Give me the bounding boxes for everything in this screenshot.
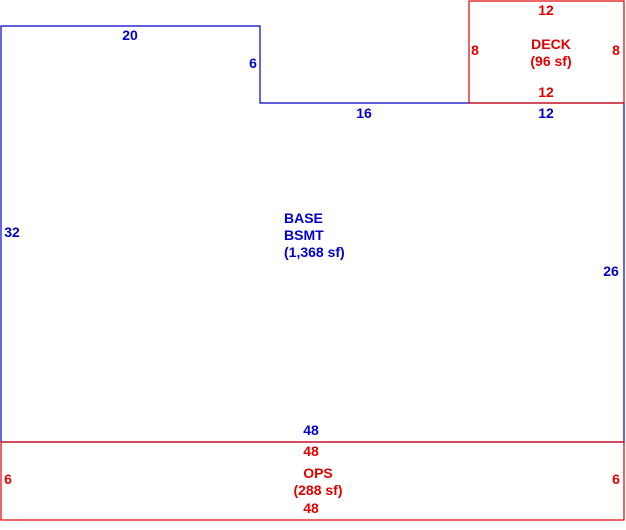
- ops-outline: [0, 441, 625, 521]
- ops-dim-bottom: 48: [303, 500, 319, 516]
- deck-dim-left: 8: [471, 42, 479, 58]
- base-area: (1,368 sf): [284, 244, 345, 260]
- base-dim-notch-horizontal: 16: [356, 105, 372, 121]
- ops-name: OPS: [303, 465, 333, 481]
- ops-dim-left: 6: [4, 471, 12, 487]
- ops-dim-top: 48: [303, 443, 319, 459]
- deck-dim-right: 8: [612, 42, 620, 58]
- base-dim-right: 26: [603, 263, 619, 279]
- base-dim-top-left: 20: [122, 27, 138, 43]
- ops-dim-right: 6: [612, 471, 620, 487]
- base-dim-notch-vertical: 6: [249, 55, 257, 71]
- deck-area: (96 sf): [530, 53, 571, 69]
- deck-outline: [468, 0, 625, 104]
- base-name-line2: BSMT: [284, 227, 324, 243]
- base-dim-left: 32: [4, 224, 20, 240]
- base-dim-bottom: 48: [303, 422, 319, 438]
- deck-dim-top: 12: [538, 2, 554, 18]
- deck-name: DECK: [531, 36, 571, 52]
- deck-dim-bottom: 12: [538, 84, 554, 100]
- base-dim-top-right: 12: [538, 105, 554, 121]
- ops-area: (288 sf): [293, 482, 342, 498]
- base-name-line1: BASE: [284, 210, 323, 226]
